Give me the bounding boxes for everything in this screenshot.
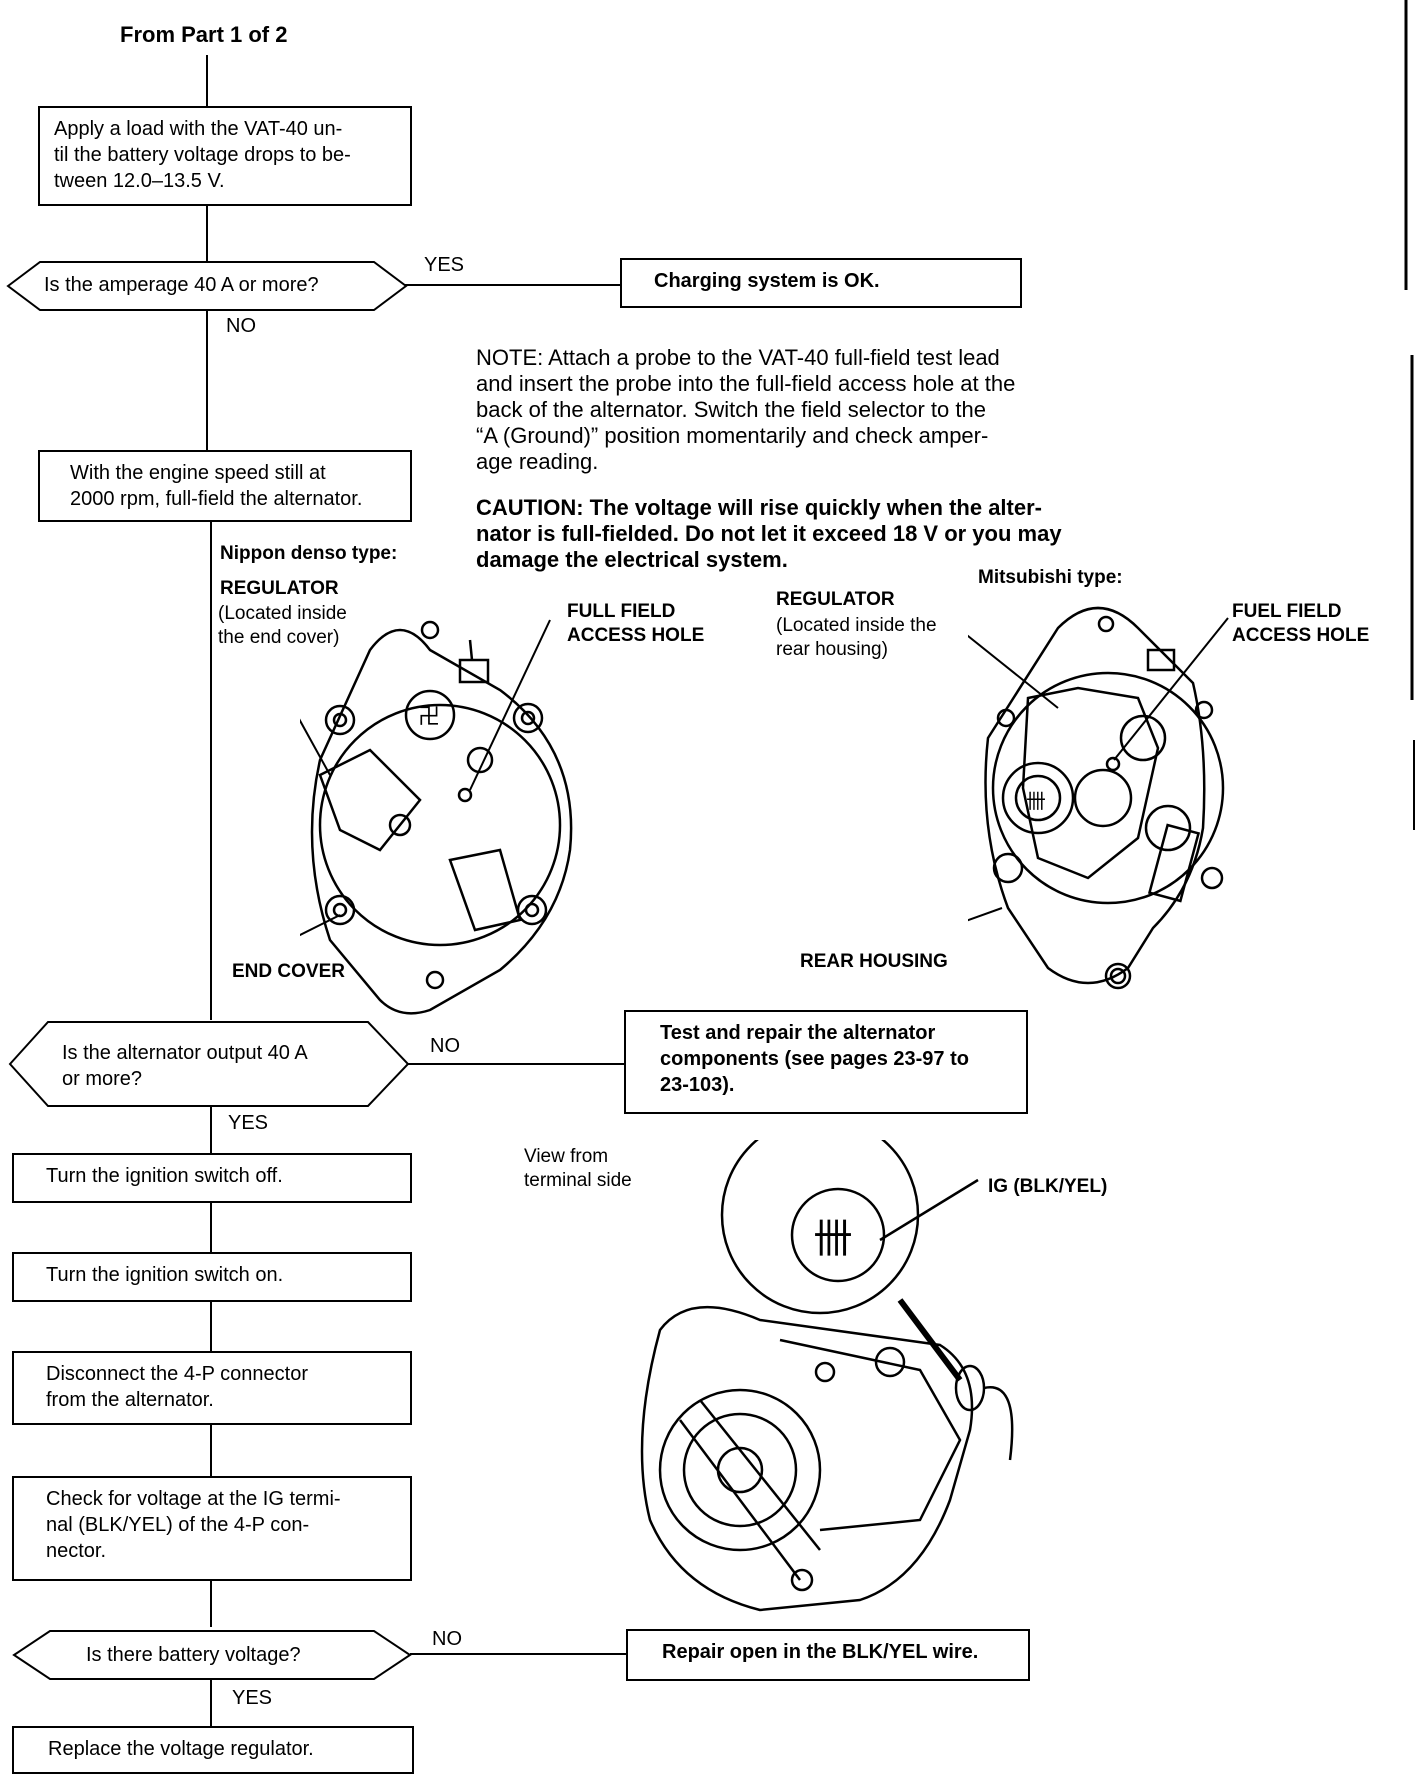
engine-connector-illustration: 卌 (640, 1140, 1014, 1612)
step-apply-load: Apply a load with the VAT-40 un- til the… (38, 106, 412, 206)
svg-text:卌: 卌 (1026, 789, 1046, 813)
connector-ig-label: IG (BLK/YEL) (988, 1176, 1108, 1197)
mitsubishi-type-label: Mitsubishi type: (978, 567, 1123, 588)
answer-no-2: NO (430, 1035, 460, 1057)
connector-view-label: View from terminal side (524, 1146, 632, 1191)
mitsubishi-access-hole-label: FUEL FIELD ACCESS HOLE (1232, 601, 1370, 646)
nippon-regulator-label: REGULATOR (220, 578, 339, 599)
nippon-end-cover-label: END COVER (232, 961, 345, 982)
mitsubishi-regulator-label: REGULATOR (776, 589, 895, 610)
nippon-regulator-location: (Located inside the end cover) (218, 603, 347, 648)
answer-yes-1: YES (424, 254, 465, 276)
svg-text:卍: 卍 (418, 705, 440, 730)
mitsubishi-regulator-location: (Located inside the rear housing) (776, 615, 937, 660)
note-text: NOTE: Attach a probe to the VAT-40 full-… (476, 345, 1016, 474)
answer-yes-3: YES (232, 1687, 273, 1709)
step-check-voltage: Check for voltage at the IG termi- nal (… (12, 1476, 412, 1581)
answer-yes-2: YES (228, 1112, 269, 1134)
decision-battery-text: Is there battery voltage? (86, 1644, 301, 1666)
step-ign-off: Turn the ignition switch off. (12, 1153, 412, 1203)
caution-text: CAUTION: The voltage will rise quickly w… (476, 495, 1062, 572)
nippon-alternator-illustration: 卍 (300, 619, 573, 1015)
step-full-field: With the engine speed still at 2000 rpm,… (38, 450, 412, 522)
svg-text:卌: 卌 (813, 1216, 853, 1262)
nippon-access-hole-label: FULL FIELD ACCESS HOLE (567, 601, 705, 646)
step-replace-regulator: Replace the voltage regulator. (12, 1726, 414, 1774)
mitsubishi-rear-housing-label: REAR HOUSING (800, 951, 948, 972)
decision-amperage-text: Is the amperage 40 A or more? (44, 274, 319, 296)
step-test-repair: Test and repair the alternator component… (624, 1010, 1028, 1114)
answer-no-1: NO (226, 315, 256, 337)
answer-no-3: NO (432, 1628, 462, 1650)
header-from-part: From Part 1 of 2 (120, 22, 288, 47)
decision-output-shape (8, 1021, 410, 1107)
step-repair-wire: Repair open in the BLK/YEL wire. (626, 1629, 1030, 1681)
step-charging-ok: Charging system is OK. (620, 258, 1022, 308)
step-disconnect: Disconnect the 4-P connector from the al… (12, 1351, 412, 1425)
nippon-type-label: Nippon denso type: (220, 543, 398, 564)
mitsubishi-alternator-illustration: 卌 (968, 606, 1229, 990)
decision-output-text: Is the alternator output 40 A or more? (62, 1042, 308, 1090)
decision-amperage-shape (6, 261, 408, 311)
decision-battery-shape (12, 1630, 412, 1680)
step-ign-on: Turn the ignition switch on. (12, 1252, 412, 1302)
